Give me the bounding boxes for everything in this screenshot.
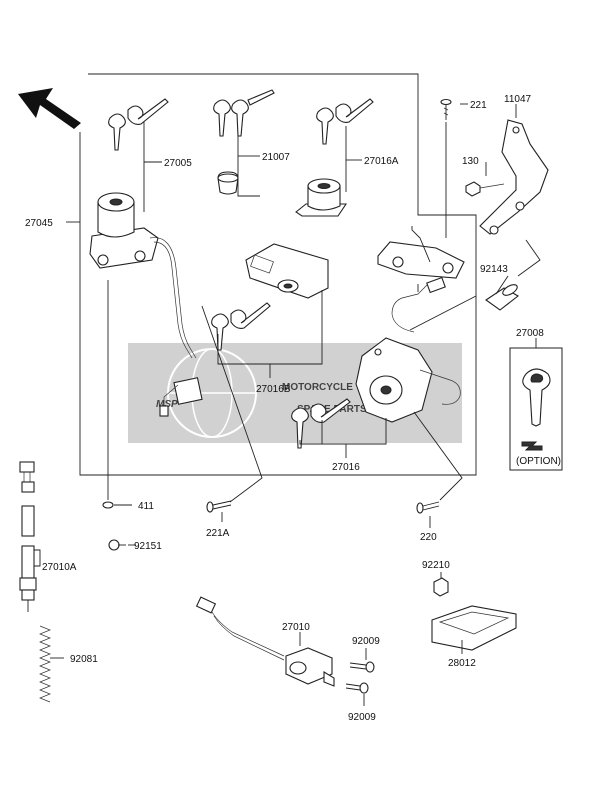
assembly-frame <box>79 73 477 476</box>
part-labels: 27045 27005 21007 27016A 221 11047 130 9… <box>25 94 561 723</box>
screw-221 <box>440 98 452 120</box>
key-set-27016A <box>316 98 374 145</box>
leader-lines <box>34 103 541 706</box>
label-92009-lower: 92009 <box>348 712 376 723</box>
label-27045: 27045 <box>25 218 53 229</box>
key-set-27005 <box>108 98 169 151</box>
watermark-line1: MOTORCYCLE <box>282 382 353 393</box>
switch-27010A <box>19 461 37 612</box>
label-221: 221 <box>470 100 487 111</box>
bracket-stay <box>479 119 549 235</box>
spring-92081 <box>39 625 51 703</box>
label-220: 220 <box>420 532 437 543</box>
ignition-switch <box>89 192 203 417</box>
label-28012: 28012 <box>448 658 476 669</box>
fuel-lock-bracket <box>377 241 465 333</box>
nut-92210 <box>433 577 449 597</box>
label-92081: 92081 <box>70 654 98 665</box>
label-11047: 11047 <box>504 94 532 105</box>
label-27010: 27010 <box>282 622 310 633</box>
label-27005: 27005 <box>164 158 192 169</box>
key-blank-box <box>509 347 563 471</box>
label-92151: 92151 <box>134 541 162 552</box>
bolt-130 <box>465 181 505 197</box>
helmet-lock <box>245 243 329 299</box>
front-direction-arrow <box>18 88 81 129</box>
key-set-27016B <box>211 302 271 351</box>
cap-part <box>217 171 239 195</box>
label-130: 130 <box>462 156 479 167</box>
label-411: 411 <box>138 501 154 512</box>
screw-92009-upper <box>349 661 375 673</box>
screw-220 <box>416 501 440 514</box>
sleeve-92143 <box>485 284 519 311</box>
label-27008: 27008 <box>516 328 544 339</box>
screw-92151 <box>108 539 126 551</box>
reflector-28012 <box>431 605 517 651</box>
key-set-21007 <box>213 89 275 137</box>
key-set-27016 <box>291 398 351 449</box>
label-27016: 27016 <box>332 462 360 473</box>
label-21007: 21007 <box>262 152 290 163</box>
washer-411 <box>102 501 114 509</box>
label-27016B: 27016B <box>256 384 291 395</box>
watermark-logo: MSP <box>156 399 178 410</box>
screw-221A <box>206 500 232 513</box>
screw-92009-lower <box>345 682 369 694</box>
fuel-lock <box>355 337 461 423</box>
label-92210: 92210 <box>422 560 450 571</box>
label-92009-upper: 92009 <box>352 636 380 647</box>
seat-lock <box>295 178 348 217</box>
label-27010A: 27010A <box>42 562 77 573</box>
option-label: (OPTION) <box>516 456 561 467</box>
label-27016A: 27016A <box>364 156 399 167</box>
label-221A: 221A <box>206 528 230 539</box>
label-92143: 92143 <box>480 264 508 275</box>
switch-27010 <box>195 596 335 687</box>
